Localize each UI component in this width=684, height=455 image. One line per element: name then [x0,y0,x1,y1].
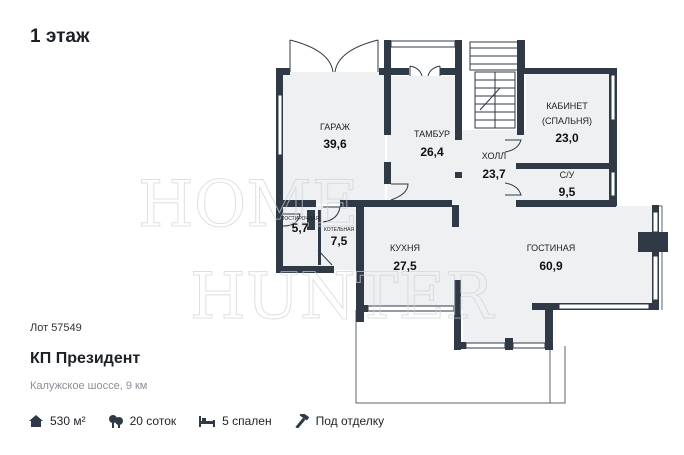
spec-area-value: 530 м² [50,414,86,428]
spec-bedrooms: 5 спален [198,414,272,428]
svg-text:КОТЕЛЬНАЯ: КОТЕЛЬНАЯ [324,227,355,233]
svg-text:27,5: 27,5 [393,259,417,273]
svg-text:60,9: 60,9 [539,259,563,273]
spec-finish-value: Под отделку [315,414,385,428]
spec-bedrooms-value: 5 спален [222,414,272,428]
spec-area: 530 м² [28,414,86,428]
spec-finish: Под отделку [294,414,385,428]
watermark: HOME HUNTER [138,168,496,335]
svg-text:(СПАЛЬНЯ): (СПАЛЬНЯ) [542,116,592,126]
room-laundry: ПОСТИРОЧНАЯ 5,7 [281,216,320,235]
spec-land: 20 соток [108,414,177,428]
svg-text:ПОСТИРОЧНАЯ: ПОСТИРОЧНАЯ [281,216,320,222]
room-garage: ГАРАЖ 39,6 [320,122,351,151]
room-boiler: КОТЕЛЬНАЯ 7,5 [324,227,355,248]
room-living: ГОСТИНАЯ 60,9 [527,243,576,273]
room-bath: С/У 9,5 [559,170,576,199]
svg-text:ГОСТИНАЯ: ГОСТИНАЯ [527,243,576,253]
svg-text:23,0: 23,0 [555,131,579,145]
doors [282,39,522,266]
project-name: КП Президент [30,350,141,367]
staircase [469,41,521,129]
svg-text:КУХНЯ: КУХНЯ [390,243,420,253]
svg-text:ТАМБУР: ТАМБУР [414,129,450,139]
trees-icon [108,415,123,428]
svg-text:С/У: С/У [560,170,575,180]
svg-text:HOME: HOME [138,168,359,242]
room-study: КАБИНЕТ (СПАЛЬНЯ) 23,0 [542,101,592,145]
hammer-icon [294,414,309,428]
spec-land-value: 20 соток [129,414,177,428]
lot-number: Лот 57549 [30,322,82,334]
address: Калужское шоссе, 9 км [30,380,148,392]
specs-bar: 530 м² 20 соток 5 спален Под отделку [28,411,406,431]
windows [277,40,659,349]
house-icon [29,415,43,427]
floor-fill [279,72,655,345]
svg-text:5,7: 5,7 [292,221,309,235]
svg-text:КАБИНЕТ: КАБИНЕТ [546,101,588,111]
svg-text:HUNTER: HUNTER [190,260,495,334]
room-kitchen: КУХНЯ 27,5 [390,243,420,273]
svg-text:9,5: 9,5 [559,185,576,199]
svg-text:ГАРАЖ: ГАРАЖ [320,122,351,132]
svg-text:ХОЛЛ: ХОЛЛ [482,151,507,161]
room-hall: ХОЛЛ 23,7 [482,151,507,181]
svg-text:39,6: 39,6 [323,137,347,151]
bed-icon [199,416,216,427]
floor-title: 1 этаж [30,26,90,47]
room-vestibule: ТАМБУР 26,4 [414,129,450,159]
svg-text:23,7: 23,7 [482,167,506,181]
svg-text:7,5: 7,5 [331,234,348,248]
svg-text:26,4: 26,4 [420,145,444,159]
